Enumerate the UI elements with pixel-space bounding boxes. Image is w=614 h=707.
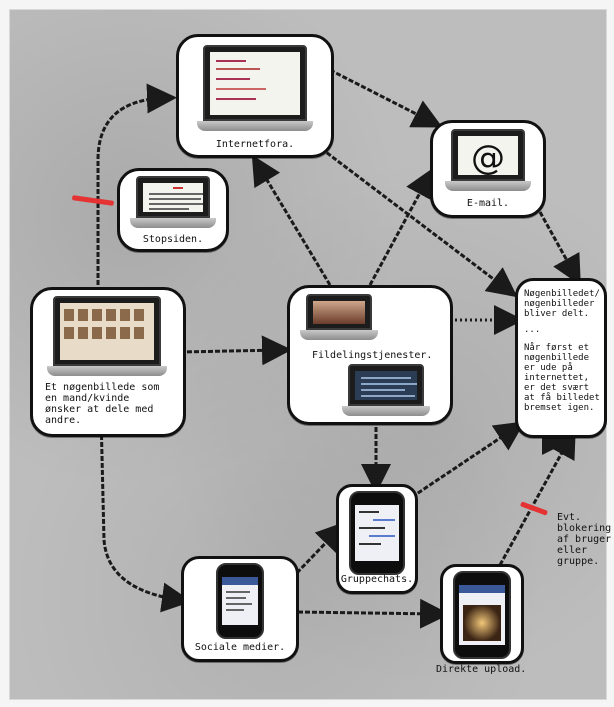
arrow-fildeling-to-internetfora (251, 154, 332, 286)
laptop-icon (300, 294, 378, 340)
arrow-direkte-to-delt (498, 427, 576, 566)
node-gruppechats: Gruppechats. (336, 484, 418, 594)
phone-icon (216, 563, 264, 639)
node-direkte (440, 564, 524, 664)
email-at-icon: @ (471, 138, 505, 175)
node-delt: Nøgenbilledet/ nøgenbilleder bliver delt… (515, 278, 607, 438)
node-origin: Et nøgenbillede som en mand/kvinde ønske… (30, 287, 186, 437)
node-sociale: Sociale medier. (181, 556, 299, 662)
node-email: @ E-mail. (430, 120, 546, 218)
node-email-label: E-mail. (466, 198, 510, 209)
node-delt-title: Nøgenbilledet/ nøgenbilleder bliver delt… (524, 289, 600, 319)
laptop-icon (130, 176, 216, 228)
node-sociale-label: Sociale medier. (194, 642, 286, 653)
arrow-origin-to-sociale (98, 371, 192, 613)
node-fildeling-label: Fildelingstjenester. (312, 350, 433, 361)
laptop-icon (197, 45, 313, 131)
node-stopsiden: Stopsiden. (117, 168, 229, 252)
laptop-icon (47, 296, 167, 376)
node-stopsiden-label: Stopsiden. (142, 234, 204, 245)
arrow-origin-to-fildeling (179, 335, 292, 366)
arrow-internetfora-to-email (329, 68, 443, 128)
phone-icon (453, 571, 511, 659)
arrow-email-to-delt (538, 211, 581, 286)
node-fildeling: Fildelingstjenester. (287, 285, 453, 425)
laptop-icon (342, 364, 430, 416)
arrow-sociale-to-gruppechats (290, 521, 347, 580)
blocking-note: Evt. blokering af bruger eller gruppe. (557, 512, 612, 567)
node-gruppechats-label: Gruppechats. (340, 574, 414, 585)
node-internetfora: Internetfora. (176, 34, 334, 158)
arrow-gruppechats-to-delt (411, 421, 525, 499)
arrow-fildeling-to-email (368, 167, 434, 286)
arrow-origin-to-internetfora (96, 83, 177, 285)
node-delt-body: Når først et nøgenbillede er ude på inte… (524, 343, 600, 413)
laptop-icon: @ (445, 129, 531, 191)
node-delt-ellipsis: ... (524, 325, 541, 335)
node-internetfora-label: Internetfora. (215, 139, 295, 150)
photo-grid-icon (64, 309, 144, 339)
arrow-internetfora-to-delt (309, 138, 518, 298)
node-direkte-label: Direkte upload. (436, 664, 527, 675)
phone-icon (349, 491, 405, 575)
node-origin-label: Et nøgenbillede som en mand/kvinde ønske… (45, 382, 160, 426)
arrow-sociale-to-direkte (297, 598, 450, 629)
